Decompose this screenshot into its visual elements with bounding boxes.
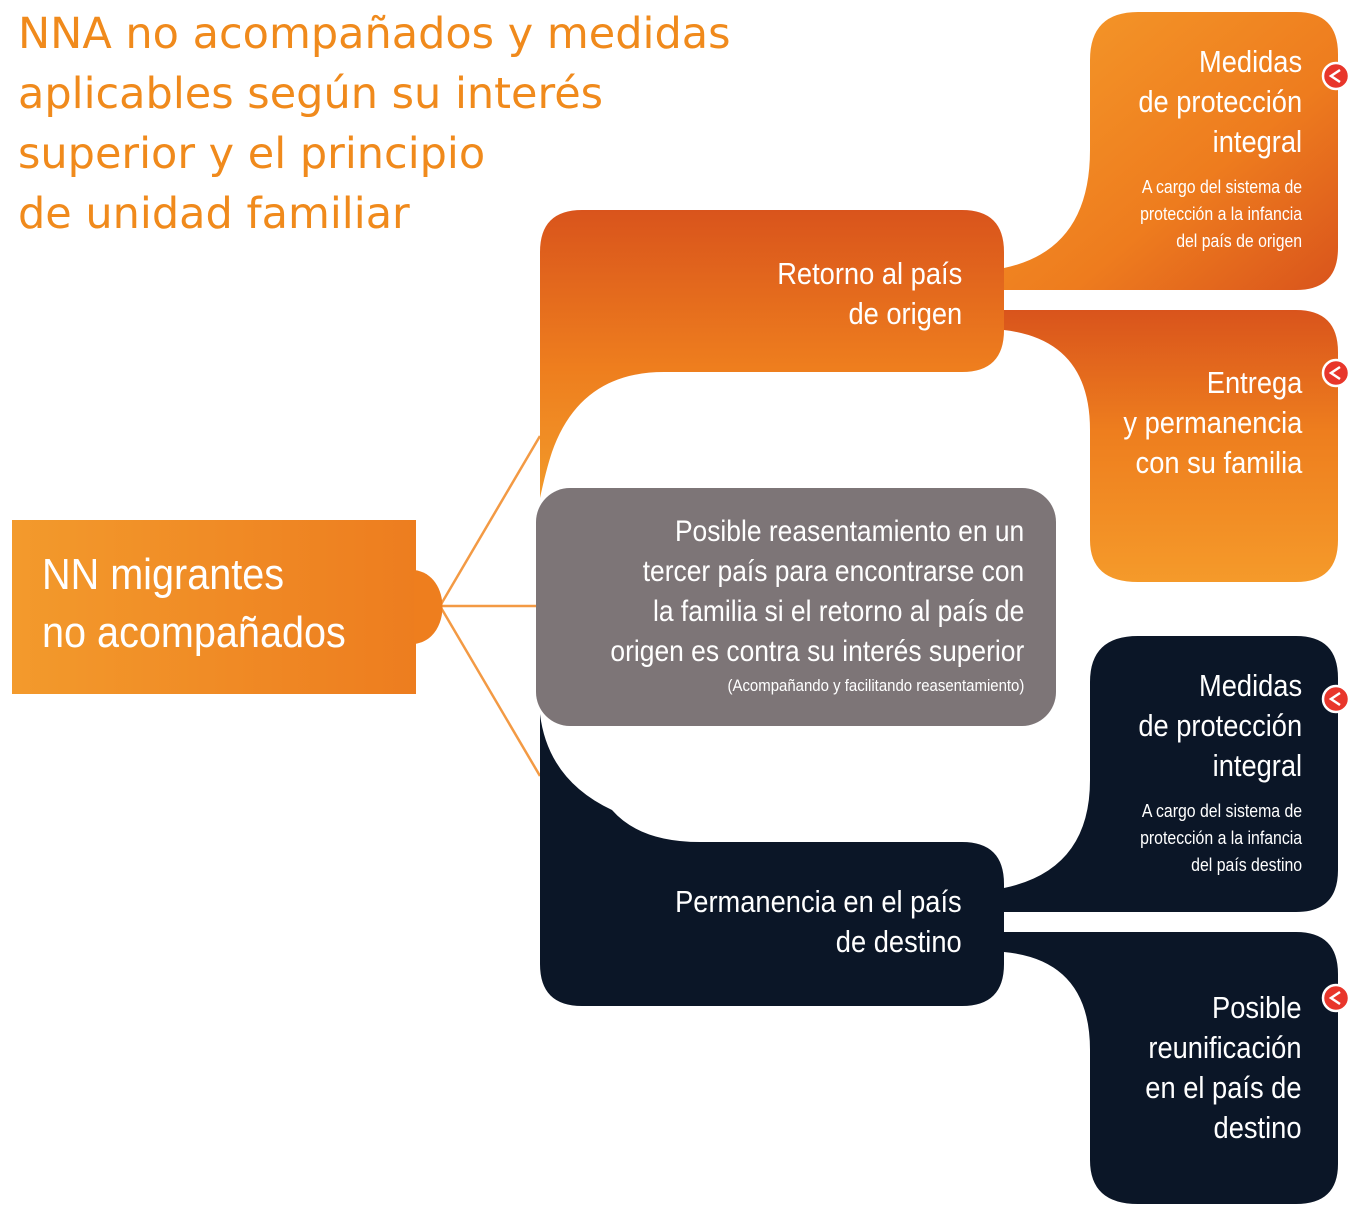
- branch-retorno: [540, 210, 1004, 498]
- sub-line: A cargo del sistema de: [1141, 801, 1302, 821]
- marker-icon: [1321, 983, 1351, 1013]
- leaf-medidas-destino-sub: A cargo del sistema de protección a la i…: [1140, 798, 1302, 879]
- label-line: y permanencia: [1123, 405, 1302, 440]
- label-line: de origen: [848, 296, 962, 331]
- label-line: en el país de: [1145, 1070, 1302, 1105]
- label-line: la familia si el retorno al país de: [652, 595, 1024, 628]
- label-line: de protección: [1138, 84, 1302, 119]
- title-line: de unidad familiar: [18, 189, 410, 239]
- note-line: (Acompañando y facilitando reasentamient…: [727, 676, 1024, 695]
- branch-permanencia-label: Permanencia en el país de destino: [675, 882, 962, 962]
- root-line: NN migrantes: [42, 550, 285, 599]
- branch-retorno-label: Retorno al país de origen: [777, 254, 962, 334]
- label-line: reunificación: [1148, 1030, 1302, 1065]
- sub-line: del país destino: [1191, 855, 1302, 875]
- leaf-entrega: [1004, 310, 1338, 582]
- branch-reasentamiento-note: (Acompañando y facilitando reasentamient…: [727, 675, 1024, 697]
- label-line: tercer país para encontrarse con: [642, 555, 1024, 588]
- sub-line: A cargo del sistema de: [1141, 177, 1302, 197]
- label-line: con su familia: [1135, 445, 1302, 480]
- connector-to-permanencia: [438, 605, 542, 777]
- branch-reasentamiento-label: Posible reasentamiento en un tercer país…: [610, 512, 1024, 672]
- label-line: Posible: [1212, 990, 1302, 1025]
- leaf-medidas-destino-label: Medidas de protección integral: [1138, 666, 1302, 786]
- label-line: Medidas: [1198, 668, 1302, 703]
- label-line: integral: [1212, 748, 1302, 783]
- label-line: Permanencia en el país: [675, 884, 962, 919]
- label-line: Posible reasentamiento en un: [674, 515, 1024, 548]
- root-node-label: NN migrantes no acompañados: [42, 546, 346, 662]
- leaf-medidas-origen-sub: A cargo del sistema de protección a la i…: [1140, 174, 1302, 255]
- label-line: destino: [1214, 1110, 1302, 1145]
- marker-icon: [1321, 684, 1351, 714]
- leaf-medidas-destino: [1004, 636, 1338, 912]
- label-line: origen es contra su interés superior: [610, 635, 1024, 668]
- root-node: [12, 520, 443, 694]
- connector-lines: [438, 435, 542, 777]
- leaf-reunificacion-label: Posible reunificación en el país de dest…: [1146, 988, 1302, 1148]
- sub-line: del país de origen: [1176, 231, 1302, 251]
- label-line: de protección: [1138, 708, 1302, 743]
- label-line: Entrega: [1206, 365, 1302, 400]
- title-line: superior y el principio: [18, 129, 486, 179]
- connector-to-retorno: [438, 435, 542, 607]
- branch-reasentamiento: [536, 488, 1056, 726]
- marker-icon: [1321, 61, 1351, 91]
- sub-line: protección a la infancia: [1139, 204, 1302, 224]
- label-line: Retorno al país: [776, 256, 962, 291]
- sub-line: protección a la infancia: [1139, 828, 1302, 848]
- marker-icons: [1321, 61, 1351, 1013]
- label-line: Medidas: [1198, 44, 1302, 79]
- diagram-title: NNA no acompañados y medidas aplicables …: [18, 4, 778, 244]
- root-line: no acompañados: [42, 608, 346, 657]
- leaf-reunificacion: [1004, 932, 1338, 1204]
- title-line: NNA no acompañados y medidas: [18, 9, 731, 59]
- label-line: de destino: [836, 924, 962, 959]
- branch-permanencia: [540, 714, 1004, 1006]
- leaf-entrega-label: Entrega y permanencia con su familia: [1123, 363, 1302, 483]
- leaf-medidas-origen: [1004, 12, 1338, 290]
- title-line: aplicables según su interés: [18, 69, 604, 119]
- marker-icon: [1321, 358, 1351, 388]
- label-line: integral: [1212, 124, 1302, 159]
- leaf-medidas-origen-label: Medidas de protección integral: [1138, 42, 1302, 162]
